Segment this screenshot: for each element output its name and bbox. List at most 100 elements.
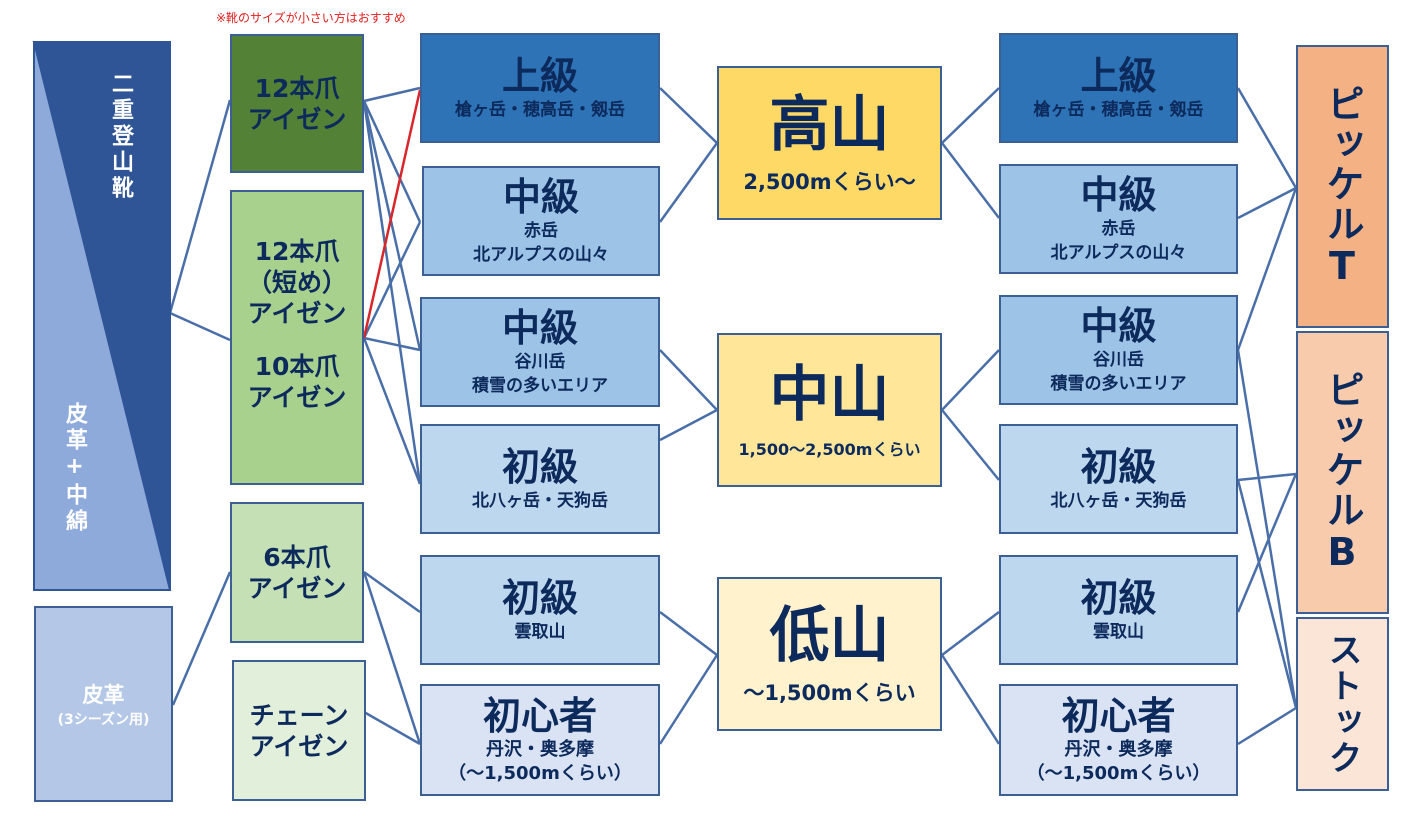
mountain-name: 低山 [769,601,890,671]
crampon-12-label: 12本爪 アイゼン [247,73,347,134]
route-level: 上級 [1080,54,1157,98]
connector [941,611,1000,656]
route-level: 初級 [1080,576,1157,620]
route-level: 初級 [501,576,578,620]
connector [941,349,1000,411]
ice-axe-b-label: ピッケルB [1320,369,1364,576]
right-route-beginner-2: 初級 雲取山 [999,555,1238,665]
mountain-altitude: 2,500mくらい～ [743,170,916,194]
leather-boots-box: 皮革 (3シーズン用) [34,606,173,802]
stock-box: ストック [1296,617,1389,791]
route-places: 雲取山 [1093,622,1144,642]
leather-insulated-region [33,41,172,591]
left-route-intermediate-1: 中級 赤岳 北アルプスの山々 [422,166,660,276]
route-places: 谷川岳 積雪の多いエリア [1050,350,1187,394]
route-places: 赤岳 北アルプスの山々 [473,221,609,265]
left-route-beginner-1: 初級 北八ヶ岳・天狗岳 [420,424,660,534]
right-route-novice: 初心者 丹沢・奥多摩 （～1,500mくらい） [999,684,1238,796]
leather-boots-sublabel: (3シーズン用) [57,712,150,728]
crampon-10-label: 10本爪 アイゼン [247,352,347,412]
route-places: 槍ヶ岳・穂高岳・剱岳 [1033,100,1204,120]
connector [1237,706,1297,746]
connector [362,337,422,485]
mountain-high: 高山 2,500mくらい～ [717,66,942,220]
left-route-novice: 初心者 丹沢・奥多摩 （～1,500mくらい） [420,684,660,796]
connector [363,570,421,614]
route-level: 中級 [502,175,579,219]
connector [941,142,1000,219]
leather-insulated-label: 皮革+中綿 [62,402,87,535]
ice-axe-t-label: ピッケルT [1320,83,1364,290]
connector [169,311,231,342]
connector [362,100,422,223]
right-route-beginner-1: 初級 北八ヶ岳・天狗岳 [999,424,1238,534]
connector [1236,187,1298,351]
mountain-name: 高山 [769,90,890,160]
crampon-12short-label: 12本爪 （短め） アイゼン [246,237,347,328]
route-level: 初級 [501,445,578,489]
mountain-altitude: ～1,500mくらい [743,681,916,705]
connector [1236,349,1298,709]
route-places: 丹沢・奥多摩 （～1,500mくらい） [448,739,632,784]
mountain-name: 中山 [769,360,890,430]
connector [659,349,718,411]
mountain-low: 低山 ～1,500mくらい [717,577,942,731]
route-places: 北八ヶ岳・天狗岳 [472,491,608,511]
connector [362,100,422,351]
connector [1237,472,1297,482]
ice-axe-t-box: ピッケルT [1296,45,1389,328]
crampon-6-box: 6本爪 アイゼン [230,502,364,643]
crampon-6-label: 6本爪 アイゼン [247,542,347,603]
connector [659,87,718,144]
route-places: 丹沢・奥多摩 （～1,500mくらい） [1026,739,1211,784]
chain-crampon-box: チェーン アイゼン [232,660,366,801]
connector [941,87,1000,144]
connector [168,99,232,314]
connector [659,611,718,656]
crampon-12-box: 12本爪 アイゼン [230,34,364,173]
double-boots-label: 二重登山靴 [108,72,133,202]
connector [941,409,1000,481]
right-route-advanced: 上級 槍ヶ岳・穂高岳・剱岳 [999,33,1238,143]
connector [362,221,422,339]
mountain-mid: 中山 1,500～2,500mくらい [717,333,942,487]
route-places: 谷川岳 積雪の多いエリア [472,352,608,396]
route-places: 雲取山 [514,622,566,642]
mountain-altitude: 1,500～2,500mくらい [738,440,921,459]
route-places: 北八ヶ岳・天狗岳 [1050,491,1187,511]
connector [171,571,232,706]
note-text: ※靴のサイズが小さい方はおすすめ [216,11,406,25]
route-level: 初級 [1080,445,1157,489]
route-places: 槍ヶ岳・穂高岳・剱岳 [455,100,625,120]
left-route-beginner-2: 初級 雲取山 [420,555,660,665]
route-level: 中級 [501,306,578,350]
ice-axe-b-box: ピッケルB [1296,331,1389,614]
route-level: 中級 [1080,173,1157,217]
left-route-intermediate-2: 中級 谷川岳 積雪の多いエリア [420,297,660,407]
crampon-12short-10-box: 12本爪 （短め） アイゼン 10本爪 アイゼン [230,190,364,485]
chain-crampon-label: チェーン アイゼン [249,700,349,761]
connector [1236,473,1298,613]
connector [362,100,422,485]
connector [363,86,421,103]
left-route-advanced: 上級 槍ヶ岳・穂高岳・剱岳 [420,33,660,143]
connector [1237,186,1297,220]
connector [940,654,1001,745]
connector [658,654,719,745]
route-level: 初心者 [482,694,597,738]
connector [1236,87,1298,189]
connector [363,710,421,746]
connector [363,336,421,352]
connector [659,408,718,442]
leather-boots-label: 皮革 [82,683,125,707]
stock-label: ストック [1322,632,1362,776]
boots-panel [32,41,172,591]
connector [362,571,422,745]
route-level: 上級 [501,54,578,98]
route-level: 中級 [1080,304,1157,348]
right-route-intermediate-1: 中級 赤岳 北アルプスの山々 [999,164,1238,274]
connector [658,142,719,223]
route-level: 初心者 [1061,694,1176,738]
route-places: 赤岳 北アルプスの山々 [1050,219,1187,263]
